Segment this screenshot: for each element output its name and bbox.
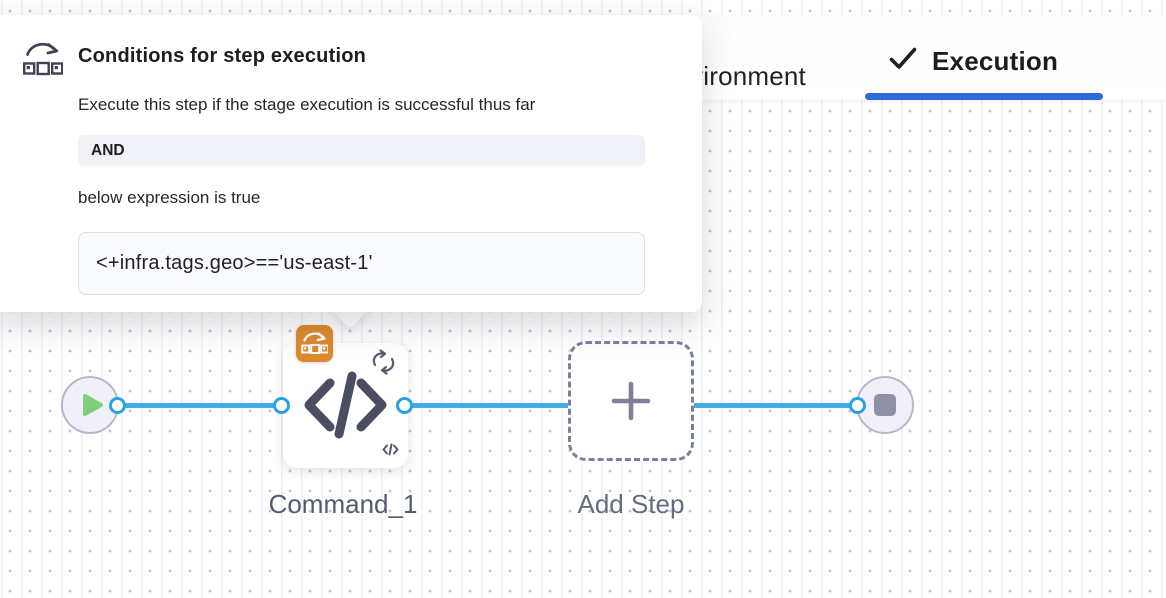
step-label-add-step: Add Step [577,489,685,519]
stop-icon [874,394,896,416]
step-label-command-1: Command_1 [268,489,418,519]
conditional-execution-icon [22,40,64,83]
play-icon [81,393,105,417]
tab-execution[interactable]: Execution [888,45,1058,77]
conditional-execution-icon[interactable] [296,325,333,362]
plus-icon [609,379,653,423]
connection-point[interactable] [108,396,126,414]
expression-value: <+infra.tags.geo>=='us-east-1' [78,232,645,295]
active-tab-underline [865,93,1103,100]
looping-strategy-icon [368,348,399,381]
expression-intro: below expression is true [78,188,261,207]
connection-point[interactable] [848,396,866,414]
add-step-button[interactable] [568,341,694,461]
conditional-execution-popover: Conditions for step execution Execute th… [0,15,702,312]
check-icon [888,45,918,77]
operator-badge: AND [78,135,645,166]
connection-point[interactable] [395,396,413,414]
code-icon [300,367,391,448]
tab-execution-label: Execution [932,45,1059,76]
popover-description: Execute this step if the stage execution… [78,95,536,114]
connector-line [117,403,858,408]
connection-point[interactable] [272,396,290,414]
popover-title: Conditions for step execution [78,45,367,67]
step-node-command-1[interactable] [283,325,408,468]
code-icon-small [382,443,399,461]
